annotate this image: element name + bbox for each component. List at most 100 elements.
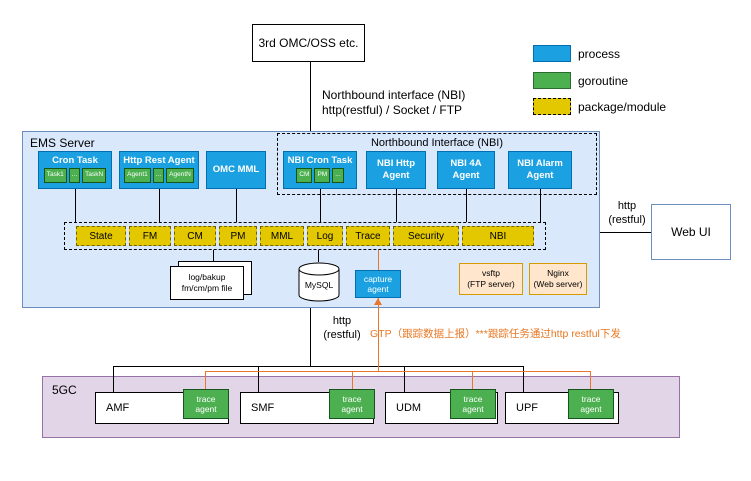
nginx-label-line2: (Web server) bbox=[533, 279, 583, 289]
module-security: Security bbox=[393, 226, 459, 246]
webui-http-label: http (restful) bbox=[602, 199, 652, 227]
module-fm: FM bbox=[129, 226, 171, 246]
webui-http-line2: (restful) bbox=[608, 214, 646, 226]
vsftp-label-line1: vsftp bbox=[482, 268, 500, 278]
nbi-cron-task-box: NBI Cron Task CM PM ... bbox=[283, 151, 357, 189]
goroutine-ellipsis: ... bbox=[332, 168, 344, 183]
connector-line bbox=[320, 189, 321, 222]
connector-line bbox=[318, 250, 319, 262]
goroutine-task1: Task1 bbox=[43, 168, 67, 183]
module-trace: Trace bbox=[346, 226, 390, 246]
south-http-line1: http bbox=[332, 315, 352, 327]
nbi-cron-task-goroutines: CM PM ... bbox=[284, 168, 356, 183]
goroutine-agent-ellipsis: ... bbox=[152, 168, 165, 183]
connector-line bbox=[466, 189, 467, 222]
http-rest-agent-box: Http Rest Agent Agent1 ... AgentN bbox=[119, 151, 199, 189]
omc-oss-box: 3rd OMC/OSS etc. bbox=[252, 24, 365, 62]
omc-oss-label: 3rd OMC/OSS etc. bbox=[258, 36, 359, 50]
capture-agent-box: capture agent bbox=[355, 270, 401, 298]
module-cm: CM bbox=[174, 226, 216, 246]
goroutine-taskn: TaskN bbox=[82, 168, 107, 183]
nbi-http-agent-box: NBI Http Agent bbox=[366, 151, 426, 189]
trace-agent-smf: trace agent bbox=[329, 389, 375, 419]
legend-process-label: process bbox=[578, 47, 621, 61]
nf-smf-label: SMF bbox=[251, 402, 275, 414]
web-ui-label: Web UI bbox=[671, 225, 711, 239]
nbi-http-agent-label: NBI Http Agent bbox=[377, 158, 415, 181]
capture-agent-label: capture agent bbox=[363, 274, 393, 294]
omc-mml-label: OMC MML bbox=[212, 164, 260, 175]
goroutine-pm: PM bbox=[314, 168, 331, 183]
connector-to-smf bbox=[258, 366, 259, 392]
northbound-interface-label: Northbound interface (NBI) http(restful)… bbox=[322, 88, 465, 118]
mysql-label: MySQL bbox=[304, 280, 334, 290]
nginx-box: Nginx (Web server) bbox=[529, 263, 587, 295]
nbi-group: Northbound Interface (NBI) bbox=[277, 133, 597, 195]
legend-process-swatch bbox=[533, 45, 571, 62]
nbi-group-title: Northbound Interface (NBI) bbox=[370, 137, 504, 149]
trace-agent-upf: trace agent bbox=[568, 389, 614, 419]
module-pm: PM bbox=[219, 226, 257, 246]
legend-package-label: package/module bbox=[578, 100, 667, 114]
trace-agent-udm-label: trace agent bbox=[462, 394, 484, 414]
connector-ems-to-core bbox=[310, 308, 311, 366]
http-rest-agent-title: Http Rest Agent bbox=[123, 155, 195, 166]
trace-agent-upf-label: trace agent bbox=[580, 394, 602, 414]
core-5gc-title: 5GC bbox=[52, 383, 77, 397]
module-state: State bbox=[76, 226, 126, 246]
vsftp-label-line2: (FTP server) bbox=[467, 279, 515, 289]
file-label-line1: log/bakup bbox=[188, 272, 226, 282]
legend-package-swatch bbox=[533, 98, 571, 115]
vsftp-box: vsftp (FTP server) bbox=[459, 263, 523, 295]
goroutine-agent1: Agent1 bbox=[124, 168, 151, 183]
connector-line bbox=[75, 189, 76, 222]
connector-core-bus bbox=[113, 366, 523, 367]
nbi-4a-agent-label: NBI 4A Agent bbox=[450, 158, 482, 181]
connector-line bbox=[396, 189, 397, 222]
log-file-stack: log/bakup fm/cm/pm file bbox=[170, 261, 256, 303]
module-nbi: NBI bbox=[462, 226, 534, 246]
trace-agent-amf-label: trace agent bbox=[195, 394, 217, 414]
nf-udm-label: UDM bbox=[396, 402, 422, 414]
module-log: Log bbox=[307, 226, 343, 246]
connector-omc-to-ems bbox=[310, 62, 311, 131]
file-label-line2: fm/cm/pm file bbox=[181, 283, 233, 293]
trace-agent-amf: trace agent bbox=[183, 389, 229, 419]
south-http-line2: (restful) bbox=[323, 329, 361, 341]
nf-amf-label: AMF bbox=[106, 402, 130, 414]
northbound-interface-line1: Northbound interface (NBI) bbox=[322, 88, 466, 102]
mysql-database: MySQL bbox=[296, 261, 342, 303]
http-rest-agent-goroutines: Agent1 ... AgentN bbox=[120, 168, 198, 183]
nbi-alarm-agent-label: NBI Alarm Agent bbox=[517, 158, 563, 181]
connector-to-amf bbox=[113, 366, 114, 392]
cron-task-box: Cron Task Task1 ... TaskN bbox=[38, 151, 112, 189]
south-http-label: http (restful) bbox=[314, 314, 370, 342]
nginx-label-line1: Nginx bbox=[547, 268, 569, 278]
gtp-connector-smf bbox=[352, 371, 353, 389]
gtp-connector-bus bbox=[205, 371, 590, 372]
omc-mml-box: OMC MML bbox=[206, 151, 266, 189]
connector-to-upf bbox=[523, 366, 524, 392]
connector-line bbox=[540, 189, 541, 222]
gtp-connector-upf bbox=[590, 371, 591, 389]
nbi-cron-task-title: NBI Cron Task bbox=[287, 155, 353, 166]
gtp-connector-amf bbox=[205, 371, 206, 389]
connector-trace-to-capture bbox=[378, 250, 379, 270]
module-row: State FM CM PM MML Log Trace Security NB… bbox=[64, 222, 546, 250]
gtp-connector-udm bbox=[472, 371, 473, 389]
connector-to-udm bbox=[404, 366, 405, 392]
ems-server-title: EMS Server bbox=[30, 136, 95, 150]
nbi-4a-agent-box: NBI 4A Agent bbox=[437, 151, 495, 189]
nbi-alarm-agent-box: NBI Alarm Agent bbox=[508, 151, 572, 189]
gtp-arrow-up-icon bbox=[374, 298, 382, 305]
cron-task-goroutines: Task1 ... TaskN bbox=[39, 168, 111, 183]
legend-goroutine-label: goroutine bbox=[578, 74, 629, 88]
module-mml: MML bbox=[260, 226, 304, 246]
goroutine-agentn: AgentN bbox=[166, 168, 194, 183]
gtp-connector-main bbox=[378, 298, 379, 371]
file-front-page: log/bakup fm/cm/pm file bbox=[170, 266, 244, 300]
connector-line bbox=[159, 189, 160, 222]
nf-upf-label: UPF bbox=[516, 402, 538, 414]
webui-http-line1: http bbox=[617, 200, 637, 212]
